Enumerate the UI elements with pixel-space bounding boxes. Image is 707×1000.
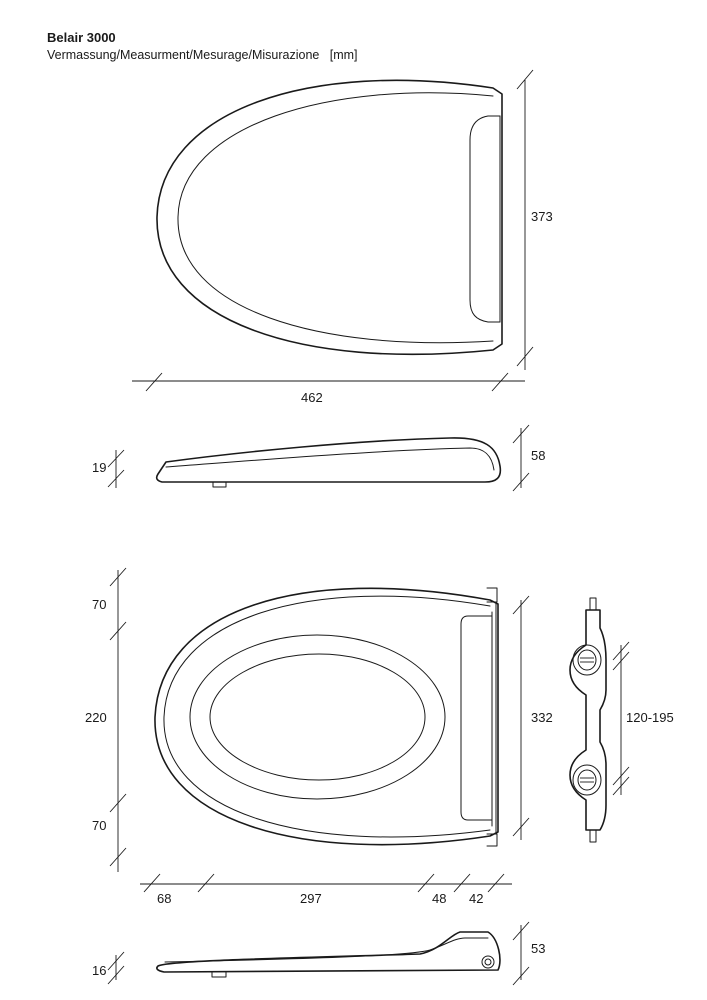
drawing-subtitle: Vermassung/Measurment/Mesurage/Misurazio… xyxy=(47,48,358,62)
top-view-dimension-lines xyxy=(132,69,534,392)
seat-outer-outline xyxy=(154,587,499,846)
dim-w1-68: 68 xyxy=(157,891,171,906)
side-seat-outline xyxy=(156,931,501,973)
hinge-body-outline xyxy=(569,609,607,831)
side-view-seat xyxy=(156,931,501,978)
dim-depth-332: 332 xyxy=(531,710,553,725)
seat-hinge-plate xyxy=(460,615,493,821)
top-view-lid xyxy=(156,79,503,356)
hinge-screw-bottom-outer xyxy=(572,764,602,796)
side-closed-dimension-lines xyxy=(107,424,530,492)
dim-depth-373: 373 xyxy=(531,209,553,224)
dim-seat-height-16: 16 xyxy=(92,963,106,978)
lid-inner-contour xyxy=(177,92,494,344)
dim-total-height-58: 58 xyxy=(531,448,545,463)
dim-total-height-53: 53 xyxy=(531,941,545,956)
dim-front-70: 70 xyxy=(92,597,106,612)
dim-lid-height-19: 19 xyxy=(92,460,106,475)
seat-outer-inner-line xyxy=(163,595,491,838)
side-closed-bumper xyxy=(212,481,227,488)
dim-hinge-range: 120-195 xyxy=(626,710,674,725)
side-view-closed xyxy=(155,437,502,488)
dim-w2-297: 297 xyxy=(300,891,322,906)
lid-hinge-recess xyxy=(469,115,501,323)
hinge-dimension-lines xyxy=(612,641,630,796)
hinge-pin-bottom xyxy=(589,829,597,843)
drawing-title: Belair 3000 xyxy=(47,30,116,45)
seat-hinge-pin-top xyxy=(486,587,498,603)
side-seat-hinge-outer xyxy=(481,955,495,969)
side-seat-dimension-lines xyxy=(107,921,530,986)
side-closed-seam xyxy=(165,447,495,471)
side-seat-hinge-inner xyxy=(484,958,492,966)
dim-w3-48: 48 xyxy=(432,891,446,906)
seat-opening-inner xyxy=(209,653,426,781)
side-seat-upper-line xyxy=(164,937,489,963)
dim-w4-42: 42 xyxy=(469,891,483,906)
seat-opening-outer xyxy=(189,634,446,800)
dim-back-70: 70 xyxy=(92,818,106,833)
side-seat-bumper xyxy=(211,971,227,978)
side-closed-outline xyxy=(155,437,502,483)
lid-outer-outline xyxy=(156,79,503,356)
hinge-screw-top-outer xyxy=(572,644,602,676)
hinge-screw-bottom xyxy=(577,769,597,791)
hinge-screw-top xyxy=(577,649,597,671)
hinge-pin-top xyxy=(589,597,597,611)
hinge-detail xyxy=(569,597,607,843)
bottom-view-dimension-lines xyxy=(109,567,530,893)
seat-hinge-pin-bottom xyxy=(486,833,498,847)
dim-width-462: 462 xyxy=(301,390,323,405)
bottom-view-seat xyxy=(154,587,499,847)
dim-middle-220: 220 xyxy=(85,710,107,725)
